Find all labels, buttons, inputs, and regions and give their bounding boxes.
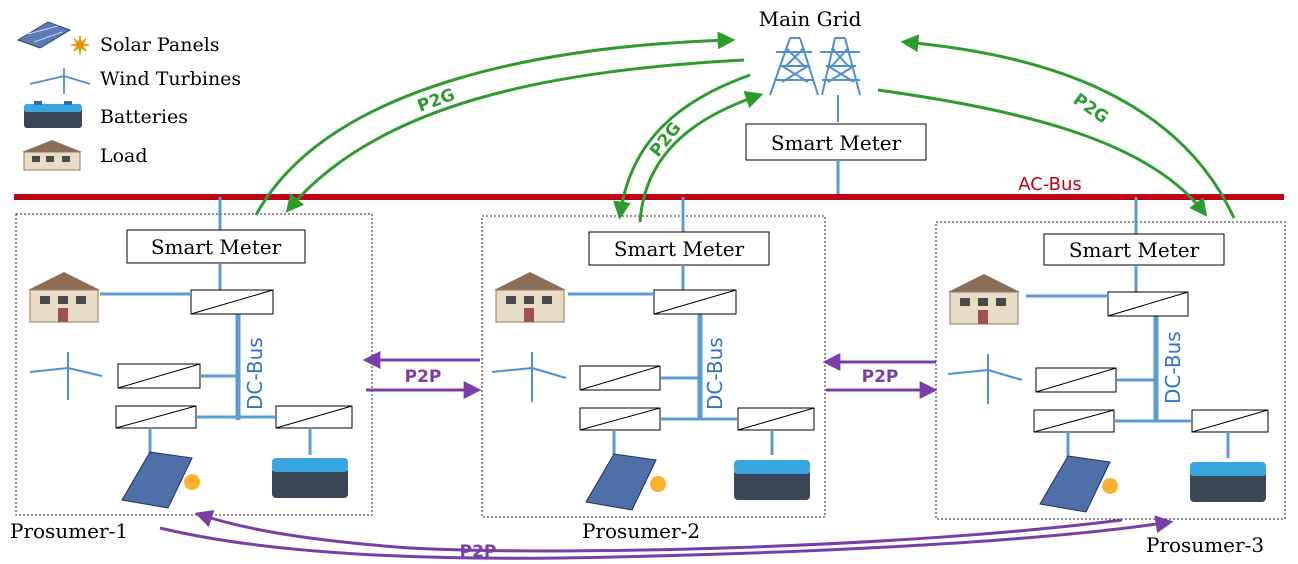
prosumer-2-smart-meter-box bbox=[588, 231, 770, 266]
p2p-label-1: P2P bbox=[405, 367, 442, 387]
prosumer-2-battery-icon bbox=[734, 460, 810, 500]
p2p-arrow-3-right bbox=[159, 515, 1174, 560]
prosumer-3-house-icon bbox=[948, 274, 1020, 325]
transmission-tower-icon bbox=[769, 37, 861, 122]
prosumer-1-battery-icon bbox=[272, 458, 348, 498]
prosumer-2-wind-turbine-icon bbox=[491, 352, 567, 402]
wind-turbine-icon bbox=[29, 68, 91, 94]
prosumer-1-solar-panel-icon bbox=[121, 451, 200, 509]
p2p-label-3: P2P bbox=[460, 542, 497, 562]
grid-smart-meter-box bbox=[745, 123, 927, 161]
legend-label-batteries: Batteries bbox=[100, 106, 188, 128]
prosumer-2-dc-bus-label: DC-Bus bbox=[703, 337, 727, 410]
p2g-label-3: P2G bbox=[1069, 90, 1112, 128]
prosumer-1-label: Prosumer-1 bbox=[10, 519, 128, 543]
prosumer-3-dc-bus-label: DC-Bus bbox=[1161, 331, 1185, 404]
prosumer-3-frame bbox=[935, 221, 1286, 520]
prosumer-3-solar-panel-icon bbox=[1039, 455, 1118, 513]
prosumer-3-battery-icon bbox=[1190, 462, 1266, 502]
p2p-arrow-3-left bbox=[194, 510, 1123, 553]
house-icon bbox=[22, 140, 82, 171]
prosumer-3-wind-turbine-icon bbox=[947, 354, 1023, 404]
prosumer-2-smart-meter-label: Smart Meter bbox=[614, 237, 745, 261]
prosumer-1: Smart Meter DC-Bus bbox=[10, 197, 373, 543]
prosumer-1-wind-turbine-icon bbox=[29, 352, 103, 400]
prosumer-3: Smart Meter DC-Bus bbox=[935, 197, 1286, 557]
main-grid-title: Main Grid bbox=[759, 7, 862, 31]
prosumer-2: Smart Meter DC-Bus bbox=[481, 197, 826, 543]
prosumer-2-solar-panel-icon bbox=[585, 453, 666, 511]
prosumer-3-smart-meter-box bbox=[1043, 233, 1225, 266]
p2g-flows bbox=[254, 31, 1236, 223]
prosumer-3-label: Prosumer-3 bbox=[1146, 533, 1264, 557]
p2p-flows bbox=[159, 351, 1174, 560]
ac-bus-label: AC-Bus bbox=[1018, 174, 1082, 195]
p2g-arrow-2-up bbox=[638, 91, 764, 223]
grid-smart-meter-label: Smart Meter bbox=[771, 131, 902, 155]
p2g-arrow-3-up bbox=[900, 34, 1236, 219]
legend: Solar Panels Wind Turbines Batteries Loa… bbox=[16, 21, 241, 171]
prosumer-1-smart-meter-box bbox=[126, 229, 306, 264]
p2p-label-2: P2P bbox=[862, 367, 899, 387]
legend-label-load: Load bbox=[100, 145, 148, 167]
prosumer-1-dc-bus-label: DC-Bus bbox=[243, 337, 267, 410]
battery-icon bbox=[24, 101, 82, 128]
p2g-arrow-2-down bbox=[612, 73, 751, 220]
prosumer-2-label: Prosumer-2 bbox=[582, 519, 700, 543]
legend-label-wind: Wind Turbines bbox=[100, 68, 241, 90]
p2g-arrow-1-up bbox=[254, 31, 736, 216]
p2g-arrow-3-down bbox=[877, 88, 1208, 217]
prosumer-1-smart-meter-label: Smart Meter bbox=[151, 235, 282, 259]
prosumer-1-frame bbox=[15, 213, 373, 516]
prosumer-1-house-icon bbox=[28, 272, 100, 323]
legend-label-solar: Solar Panels bbox=[100, 34, 220, 56]
prosumer-3-smart-meter-label: Smart Meter bbox=[1069, 238, 1200, 262]
solar-panel-icon bbox=[16, 21, 89, 54]
prosumer-2-house-icon bbox=[494, 272, 566, 323]
p2g-arrow-1-down bbox=[285, 58, 745, 213]
